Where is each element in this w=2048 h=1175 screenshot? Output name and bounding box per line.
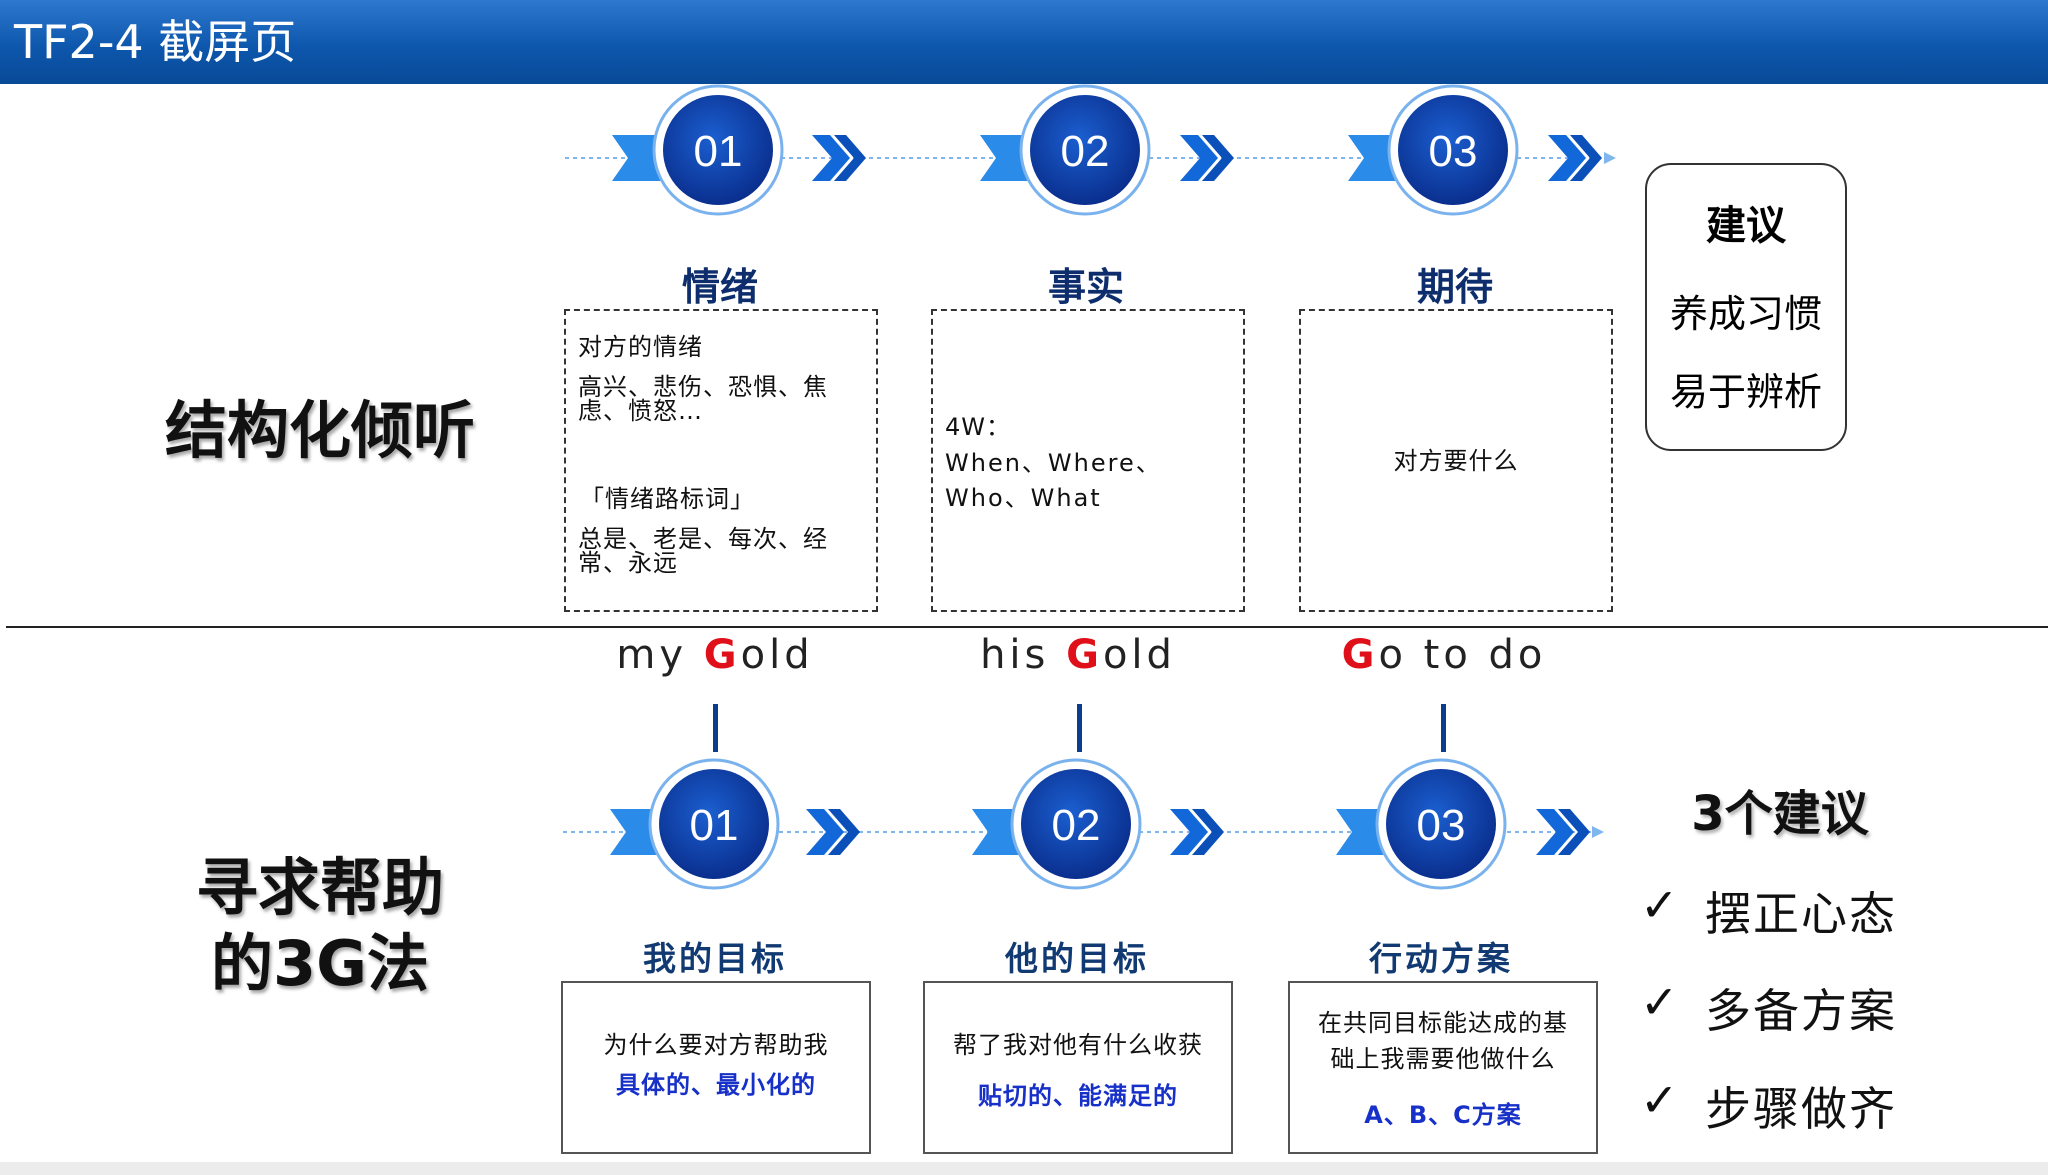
gold-connector [1441, 704, 1446, 752]
box-text: Who、What [945, 484, 1102, 512]
section-divider [6, 626, 2048, 628]
gold-label-his: his Gold [918, 632, 1238, 678]
section2-title: 寻求帮助 的3G法 [140, 850, 500, 1002]
advice-item: 多备方案 [1705, 984, 1897, 1038]
his-goal-box: 帮了我对他有什么收获 贴切的、能满足的 [923, 981, 1233, 1154]
emotion-box: 对方的情绪 高兴、悲伤、恐惧、焦 虑、愤怒… 「情绪路标词」 总是、老是、每次、… [564, 309, 878, 612]
right-chevron-icon [1570, 135, 1602, 181]
box-text: 总是、老是、每次、经 [578, 525, 828, 553]
expectation-box: 对方要什么 [1299, 309, 1613, 612]
gold-text: old [1102, 632, 1176, 678]
box-text: 在共同目标能达成的基 [1318, 1009, 1568, 1037]
gold-connector [1077, 704, 1082, 752]
step-2-03-graphic [1336, 758, 1590, 890]
gold-text: o to do [1378, 632, 1547, 678]
advice-item: 养成习惯 [1669, 292, 1822, 336]
step-number: 03 [1417, 801, 1466, 850]
check-icon: ✓ [1640, 878, 1679, 932]
step-label-expectation: 期待 [1416, 265, 1493, 309]
gold-text: my [616, 632, 704, 678]
right-chevron-icon [1192, 809, 1224, 855]
advice-box: 建议 养成习惯 易于辨析 [1645, 163, 1847, 451]
step-2-02-graphic [972, 758, 1224, 890]
step-number: 03 [1429, 127, 1478, 176]
box-text: 「情绪路标词」 [580, 485, 755, 513]
step-circle [659, 769, 769, 879]
step-label-fact: 事实 [1047, 265, 1124, 309]
gold-text: his [980, 632, 1067, 678]
right-chevron-icon [1170, 809, 1208, 855]
step-circle [1386, 769, 1496, 879]
right-chevron-icon [1180, 135, 1218, 181]
box-highlight-text: A、B、C方案 [1364, 1101, 1522, 1129]
step-circle [1021, 769, 1131, 879]
section2-title-line1: 寻求帮助 [195, 851, 444, 924]
box-text: 对方要什么 [1393, 447, 1519, 475]
step-number: 02 [1061, 127, 1110, 176]
right-chevron-icon [812, 135, 850, 181]
box-text: 常、永远 [578, 549, 678, 577]
row1-connector-arrow [1604, 152, 1616, 164]
right-chevron-icon [1548, 135, 1586, 181]
step-1-01-graphic [612, 84, 866, 216]
step-circle [1398, 95, 1508, 205]
box-highlight-text: 具体的、最小化的 [616, 1071, 816, 1099]
box-highlight-text: 贴切的、能满足的 [978, 1082, 1178, 1110]
advice-title: 建议 [1706, 202, 1786, 249]
gold-text: old [740, 632, 814, 678]
step-number: 01 [690, 801, 739, 850]
box-text: 高兴、悲伤、恐惧、焦 [578, 373, 828, 401]
right-chevron-icon [1536, 809, 1574, 855]
slide-title: TF2-4 截屏页 [14, 15, 297, 69]
step-circle [663, 95, 773, 205]
box-text: When、Where、 [945, 449, 1162, 477]
right-chevron-icon [1558, 809, 1590, 855]
gold-letter: G [1066, 632, 1103, 678]
box-text: 础上我需要他做什么 [1330, 1045, 1556, 1073]
right-chevron-icon [1202, 135, 1234, 181]
action-plan-box: 在共同目标能达成的基 础上我需要他做什么 A、B、C方案 [1288, 981, 1598, 1154]
gold-letter: G [703, 632, 741, 678]
gold-label-go: Go to do [1284, 632, 1604, 678]
step-label-my-goal: 我的目标 [643, 939, 787, 978]
row2-connector-arrow [1592, 826, 1604, 838]
fact-box: 4W： When、Where、 Who、What [931, 309, 1245, 612]
check-icon: ✓ [1640, 975, 1679, 1029]
right-chevron-icon [834, 135, 866, 181]
my-goal-box: 为什么要对方帮助我 具体的、最小化的 [561, 981, 871, 1154]
advice-item: 易于辨析 [1669, 370, 1822, 414]
advice-item: 步骤做齐 [1705, 1082, 1897, 1136]
step-label-his-goal: 他的目标 [1005, 939, 1149, 978]
section1-title: 结构化倾听 [164, 394, 475, 467]
step-label-action-plan: 行动方案 [1369, 939, 1513, 978]
step-number: 01 [694, 127, 743, 176]
gold-connector [713, 704, 718, 752]
box-text: 为什么要对方帮助我 [603, 1031, 829, 1059]
gold-label-my: my Gold [555, 632, 875, 678]
step-circle [1030, 95, 1140, 205]
title-bar: TF2-4 截屏页 [0, 0, 2048, 84]
check-icon: ✓ [1640, 1073, 1679, 1127]
box-text: 4W： [945, 413, 1011, 441]
step-1-02-graphic [980, 84, 1234, 216]
step-2-01-graphic [610, 758, 860, 890]
box-text: 对方的情绪 [578, 333, 703, 361]
step-1-03-graphic [1348, 84, 1602, 216]
right-chevron-icon [828, 809, 860, 855]
advice-item: 摆正心态 [1705, 887, 1897, 941]
box-text: 虑、愤怒… [578, 397, 703, 425]
box-text: 帮了我对他有什么收获 [953, 1031, 1203, 1059]
section2-title-line2: 的3G法 [210, 927, 430, 1000]
step-label-emotion: 情绪 [681, 265, 758, 309]
gold-letter: G [1341, 632, 1379, 678]
three-advice-title: 3个建议 [1691, 786, 1869, 842]
right-chevron-icon [806, 809, 844, 855]
step-number: 02 [1052, 801, 1101, 850]
